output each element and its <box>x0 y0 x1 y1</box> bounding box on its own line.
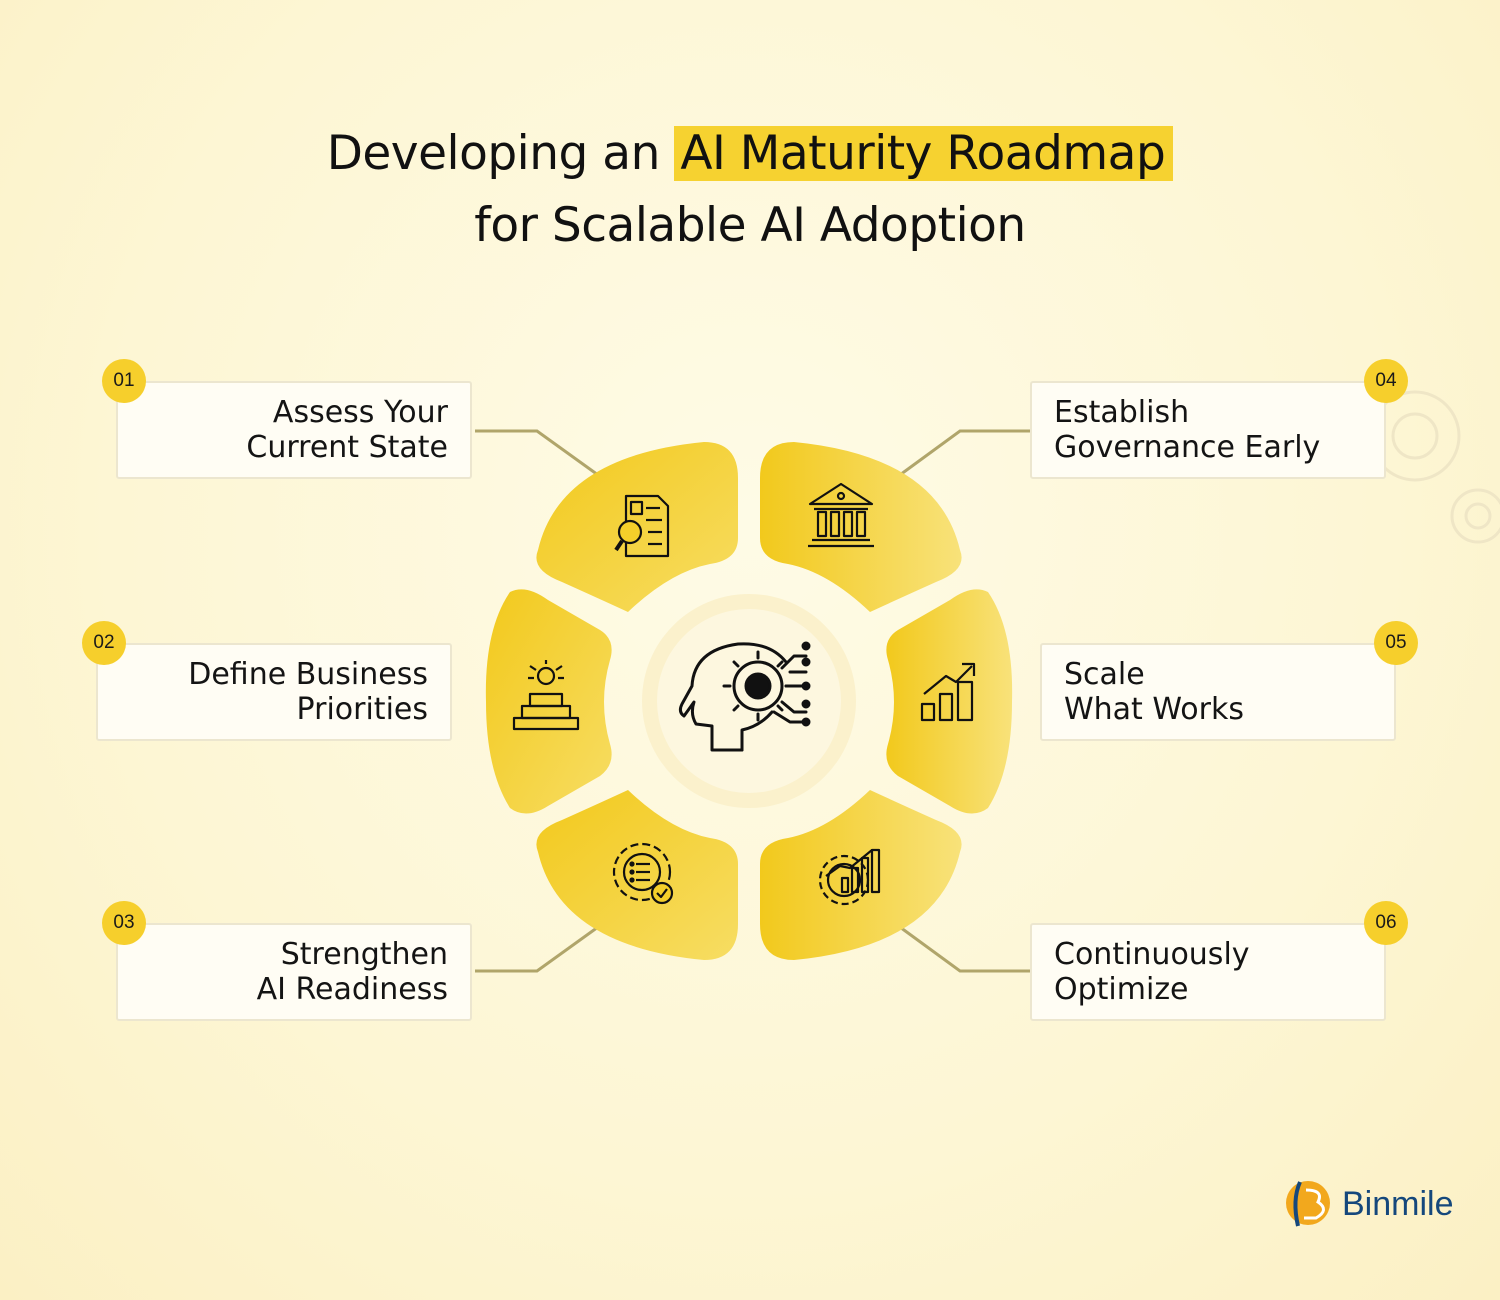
step-label: Continuously Optimize <box>1054 937 1250 1007</box>
step-label: Assess Your Current State <box>246 395 448 465</box>
step-card-01: Assess Your Current State <box>116 381 472 479</box>
document-search-icon <box>614 494 670 558</box>
step-card-03: Strengthen AI Readiness <box>116 923 472 1021</box>
step-number-badge: 04 <box>1364 359 1408 403</box>
ai-brain-gear-icon <box>678 641 811 752</box>
priority-stack-icon <box>512 660 580 731</box>
bank-building-icon <box>808 482 874 548</box>
title-line2: for Scalable AI Adoption <box>474 198 1026 253</box>
segment-02 <box>485 589 612 814</box>
brand-name: Binmile <box>1342 1184 1454 1223</box>
connector-03 <box>475 920 606 973</box>
segment-03 <box>536 790 738 960</box>
segment-04 <box>760 442 962 612</box>
background-gear-icon <box>1369 390 1500 544</box>
step-label: Define Business Priorities <box>188 657 428 727</box>
segment-05 <box>886 589 1013 814</box>
step-number-badge: 05 <box>1374 621 1418 665</box>
step-number-badge: 03 <box>102 901 146 945</box>
segment-06 <box>760 790 962 960</box>
step-number-badge: 02 <box>82 621 126 665</box>
ring-segments <box>485 442 1013 960</box>
step-number-badge: 01 <box>102 359 146 403</box>
step-label: Scale What Works <box>1064 657 1244 727</box>
connector-lines <box>475 429 1030 973</box>
step-card-04: Establish Governance Early <box>1030 381 1386 479</box>
page-title: Developing an AI Maturity Roadmap for Sc… <box>0 118 1500 262</box>
step-number-badge: 06 <box>1364 901 1408 945</box>
growth-chart-icon <box>920 662 976 722</box>
step-card-05: Scale What Works <box>1040 643 1396 741</box>
binmile-logo-icon <box>1286 1181 1330 1227</box>
step-card-02: Define Business Priorities <box>96 643 452 741</box>
title-prefix: Developing an <box>326 126 661 181</box>
connector-06 <box>892 920 1030 973</box>
gear-chart-icon <box>818 848 881 906</box>
gear-checklist-icon <box>612 842 674 905</box>
title-highlight: AI Maturity Roadmap <box>674 126 1174 181</box>
brand: Binmile <box>1284 1178 1453 1230</box>
step-label: Establish Governance Early <box>1054 395 1321 465</box>
step-label: Strengthen AI Readiness <box>256 937 448 1007</box>
step-card-06: Continuously Optimize <box>1030 923 1386 1021</box>
connector-01 <box>475 429 606 482</box>
center-hub <box>642 594 856 808</box>
connector-04 <box>892 429 1030 482</box>
